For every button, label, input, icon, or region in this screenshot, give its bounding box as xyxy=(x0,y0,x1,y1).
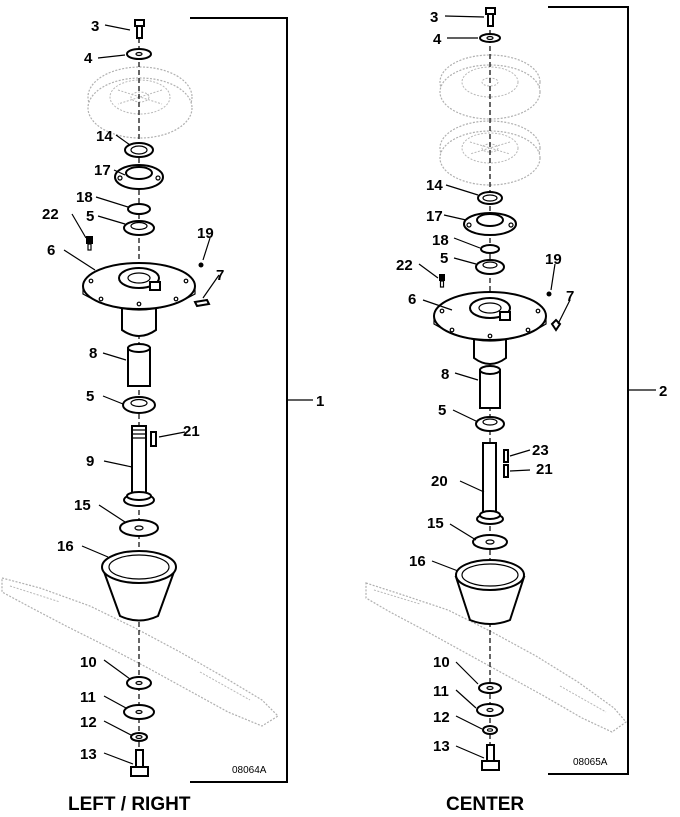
callout-washer-10-left: 10 xyxy=(80,654,97,671)
bolt-center xyxy=(485,7,496,27)
callout-bolt-13-center: 13 xyxy=(433,738,450,755)
bracket-center xyxy=(548,6,629,775)
washer-mid-left xyxy=(119,519,159,537)
caption-center: CENTER xyxy=(446,794,524,815)
pulley-ghost-left xyxy=(87,66,193,139)
left-right-assembly: 1 08064A LEFT / RIGHT 3 4 14 17 18 22 5 … xyxy=(1,17,324,815)
washer-10-center xyxy=(478,682,502,694)
callout-pin-7-left: 7 xyxy=(216,267,224,284)
housing-center xyxy=(433,291,547,365)
key-21-center xyxy=(503,464,509,478)
callout-key-21-left: 21 xyxy=(183,423,200,440)
callout-washer-10-center: 10 xyxy=(433,654,450,671)
washer-left xyxy=(126,48,152,60)
bottom-bolt-center xyxy=(481,744,500,771)
callout-ring-18-left: 18 xyxy=(76,189,93,206)
callout-fitting-22-left: 22 xyxy=(42,206,59,223)
callout-washer-4-center: 4 xyxy=(433,31,442,48)
cup-center xyxy=(454,559,526,625)
callout-washer-15-left: 15 xyxy=(74,497,91,514)
callout-tube-8-left: 8 xyxy=(89,345,97,362)
bolt-left xyxy=(134,19,145,39)
callout-cup-16-center: 16 xyxy=(409,553,426,570)
callout-shaft-9-left: 9 xyxy=(86,453,94,470)
callout-bolt-3-left: 3 xyxy=(91,18,99,35)
shaft-left xyxy=(123,425,155,507)
ring-left xyxy=(127,203,151,215)
bearing-top-left xyxy=(124,142,154,158)
nut-center xyxy=(482,725,498,735)
callout-bearing-14-left: 14 xyxy=(96,128,113,145)
drawing-code-left: 08064A xyxy=(232,765,267,776)
callout-bearing-5-center: 5 xyxy=(440,250,448,267)
callout-dot-19-left: 19 xyxy=(197,225,214,242)
housing-left xyxy=(82,262,196,337)
spacer-tube-center xyxy=(479,365,501,409)
washer-mid-center xyxy=(472,534,508,550)
callout-washer-11-center: 11 xyxy=(433,683,449,700)
grease-fitting-center xyxy=(439,274,445,288)
callout-bearing-5b-left: 5 xyxy=(86,388,94,405)
grease-fitting-left xyxy=(86,236,93,251)
flange-center xyxy=(463,212,517,236)
callout-housing-6-left: 6 xyxy=(47,242,55,259)
center-assembly: 2 08065A CENTER 3 4 14 17 18 5 22 19 6 7… xyxy=(365,6,667,815)
bearing-lower-center xyxy=(475,416,505,432)
bearing-top-center xyxy=(477,191,503,205)
callout-washer-4-left: 4 xyxy=(84,50,93,67)
drawing-code-center: 08065A xyxy=(573,757,608,768)
blade-ghost-left xyxy=(1,577,279,727)
bearing-upper-left xyxy=(123,220,155,236)
fitting-dot-left xyxy=(198,262,204,268)
callout-bearing-5-left: 5 xyxy=(86,208,94,225)
callout-flange-17-left: 17 xyxy=(94,162,111,179)
key-23-center xyxy=(503,449,509,463)
fitting-dot-center xyxy=(546,291,552,297)
callout-dot-19-center: 19 xyxy=(545,251,562,268)
callout-ring-18-center: 18 xyxy=(432,232,449,249)
nut-left xyxy=(130,732,148,742)
callout-cup-16-left: 16 xyxy=(57,538,74,555)
washer-center xyxy=(479,33,501,43)
flange-left xyxy=(114,164,164,190)
washer-11-left xyxy=(123,704,155,720)
bearing-lower-left xyxy=(122,396,156,414)
callout-key-23-center: 23 xyxy=(532,442,549,459)
washer-11-center xyxy=(476,703,504,717)
pin-center xyxy=(550,318,562,332)
key-left xyxy=(150,431,157,447)
bearing-upper-center xyxy=(475,259,505,275)
spacer-tube-left xyxy=(127,343,151,387)
shaft-center xyxy=(476,442,504,525)
callout-bearing-5b-center: 5 xyxy=(438,402,446,419)
caption-left-right: LEFT / RIGHT xyxy=(68,794,191,815)
callout-bolt-13-left: 13 xyxy=(80,746,97,763)
callout-tube-8-center: 8 xyxy=(441,366,449,383)
callout-pin-7-center: 7 xyxy=(566,288,574,305)
cup-left xyxy=(101,550,177,622)
callout-nut-12-center: 12 xyxy=(433,709,450,726)
callout-washer-15-center: 15 xyxy=(427,515,444,532)
bracket-label-left: 1 xyxy=(316,393,324,410)
callout-bearing-14-center: 14 xyxy=(426,177,443,194)
callout-flange-17-center: 17 xyxy=(426,208,443,225)
callout-fitting-22-center: 22 xyxy=(396,257,413,274)
callout-key-21-center: 21 xyxy=(536,461,553,478)
callout-housing-6-center: 6 xyxy=(408,291,416,308)
pin-left xyxy=(193,298,211,308)
blade-ghost-center xyxy=(365,582,627,733)
callout-bolt-3-center: 3 xyxy=(430,9,438,26)
washer-10-left xyxy=(126,676,152,690)
callout-nut-12-left: 12 xyxy=(80,714,97,731)
callout-washer-11-left: 11 xyxy=(80,689,96,706)
bottom-bolt-left xyxy=(130,749,149,777)
bracket-label-center: 2 xyxy=(659,383,667,400)
callout-shaft-20-center: 20 xyxy=(431,473,448,490)
ring-center xyxy=(480,244,500,254)
